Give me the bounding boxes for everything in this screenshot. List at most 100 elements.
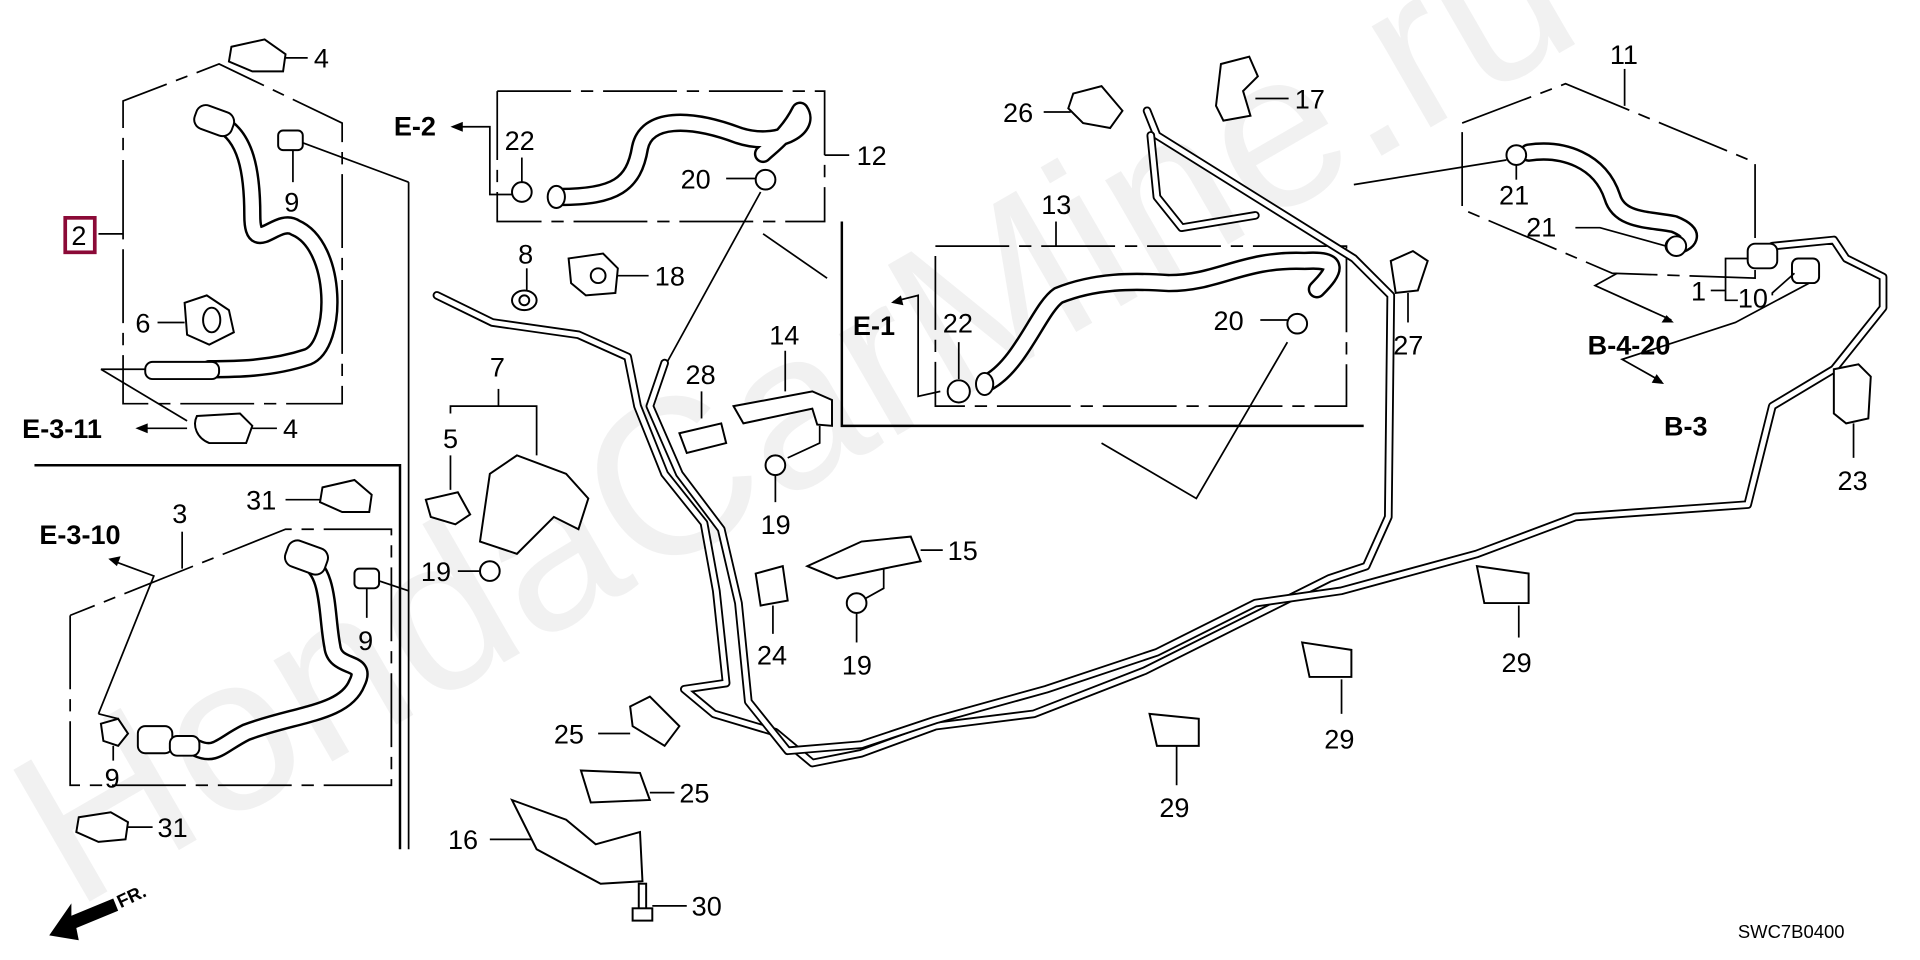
callout-9-top[interactable]: 9 (284, 187, 299, 218)
part-28-grommet (678, 422, 728, 455)
group-e1-frame (840, 221, 1364, 428)
part-3-hose (136, 539, 369, 761)
callout-1[interactable]: 1 (1691, 275, 1706, 306)
part-11-hose (1519, 142, 1698, 256)
callout-29-a[interactable]: 29 (1159, 792, 1189, 823)
callout-7[interactable]: 7 (490, 352, 505, 383)
ref-b-3[interactable]: B-3 (1664, 411, 1708, 442)
part-1-connector (1746, 242, 1779, 270)
callout-3[interactable]: 3 (172, 498, 187, 529)
callout-19-right[interactable]: 19 (842, 649, 872, 680)
callout-15[interactable]: 15 (948, 535, 978, 566)
part-9-clip (277, 129, 304, 152)
callout-20-mid[interactable]: 20 (1214, 305, 1244, 336)
group-3-frame (69, 528, 393, 787)
part-29-clip-c (1475, 564, 1530, 605)
part-25-clip-a (629, 695, 681, 748)
part-18-clip (567, 252, 619, 297)
callout-2-highlight[interactable] (63, 216, 97, 255)
part-19-nut-right (845, 592, 868, 614)
callout-16[interactable]: 16 (448, 824, 478, 855)
callout-17[interactable]: 17 (1295, 83, 1325, 114)
group-11-frame (1461, 82, 1756, 280)
part-31-clip-bottom (75, 811, 130, 843)
callout-31-top[interactable]: 31 (246, 485, 276, 516)
part-26-clip (1067, 85, 1124, 130)
part-9-clip-low (99, 717, 130, 747)
callout-18[interactable]: 18 (655, 261, 685, 292)
callout-10[interactable]: 10 (1738, 283, 1768, 314)
part-2-hose (144, 104, 339, 381)
group-13-frame (934, 245, 1348, 408)
part-31-clip-top (318, 478, 373, 513)
part-10-connector (1791, 257, 1821, 285)
part-17-clip (1214, 55, 1260, 122)
part-22-clamp-mid (946, 379, 971, 404)
part-9-clip-mid (353, 567, 381, 590)
diagram-code: SWC7B0400 (1738, 921, 1845, 942)
part-12-hose (546, 101, 812, 209)
callout-20-top[interactable]: 20 (681, 163, 711, 194)
callout-2[interactable]: 2 (71, 220, 86, 251)
callout-22-top[interactable]: 22 (505, 125, 535, 156)
part-29-clip-b (1300, 641, 1353, 678)
callout-27[interactable]: 27 (1393, 329, 1423, 360)
part-24-grommet (754, 564, 789, 607)
part-27-clip (1389, 249, 1429, 295)
callout-9-low[interactable]: 9 (105, 763, 120, 794)
part-4-clip-bottom (194, 412, 254, 445)
callout-14[interactable]: 14 (769, 320, 799, 351)
callout-30[interactable]: 30 (692, 891, 722, 922)
callout-4-top[interactable]: 4 (314, 43, 329, 74)
callout-22-mid[interactable]: 22 (943, 307, 973, 338)
callout-26[interactable]: 26 (1003, 97, 1033, 128)
part-21-clamp-bottom (1665, 235, 1688, 257)
part-19-nut-left (479, 560, 501, 582)
ref-e-2[interactable]: E-2 (394, 110, 436, 141)
part-7-bracket (478, 454, 590, 555)
ref-e-1[interactable]: E-1 (853, 310, 895, 341)
callout-8[interactable]: 8 (518, 238, 533, 269)
part-13-hose (975, 251, 1341, 397)
callout-29-c[interactable]: 29 (1502, 647, 1532, 678)
callout-24[interactable]: 24 (757, 640, 787, 671)
callout-28[interactable]: 28 (686, 359, 716, 390)
callout-29-b[interactable]: 29 (1324, 723, 1354, 754)
part-5-clip (424, 491, 472, 526)
part-4-clip-top (227, 38, 287, 73)
part-25-clip-b (579, 769, 652, 804)
callout-31-bottom[interactable]: 31 (158, 812, 188, 843)
ref-e-3-10[interactable]: E-3-10 (39, 519, 120, 550)
callout-21-top[interactable]: 21 (1499, 179, 1529, 210)
callout-4-bottom[interactable]: 4 (283, 413, 298, 444)
part-22-clamp-top (511, 181, 533, 203)
callout-5[interactable]: 5 (443, 423, 458, 454)
callout-19-mid[interactable]: 19 (761, 509, 791, 540)
callout-23[interactable]: 23 (1838, 465, 1868, 496)
part-15-bracket (804, 535, 922, 580)
callout-25-b[interactable]: 25 (679, 777, 709, 808)
callout-6[interactable]: 6 (135, 307, 150, 338)
part-29-clip-a (1148, 712, 1200, 747)
callout-21-bottom[interactable]: 21 (1526, 211, 1556, 242)
callout-13[interactable]: 13 (1041, 189, 1071, 220)
part-14-bracket (731, 390, 833, 427)
ref-b-4-20[interactable]: B-4-20 (1588, 329, 1671, 360)
part-8-grommet (511, 289, 538, 312)
ref-e-3-11[interactable]: E-3-11 (22, 413, 102, 444)
part-21-clamp-top (1505, 144, 1528, 166)
callout-12[interactable]: 12 (857, 140, 887, 171)
callout-25-a[interactable]: 25 (554, 718, 584, 749)
part-23-connector (1832, 363, 1872, 425)
callout-19-left[interactable]: 19 (421, 556, 451, 587)
part-19-nut-mid (764, 454, 787, 477)
front-arrow-icon (49, 898, 119, 941)
callout-9-mid[interactable]: 9 (358, 625, 373, 656)
part-20-clamp-mid (1286, 312, 1309, 335)
part-30-bolt (631, 882, 654, 922)
part-16-plate (510, 798, 644, 885)
main-pipe-lines (432, 106, 1888, 768)
callout-11[interactable]: 11 (1610, 39, 1638, 70)
part-6-clip (183, 294, 235, 346)
